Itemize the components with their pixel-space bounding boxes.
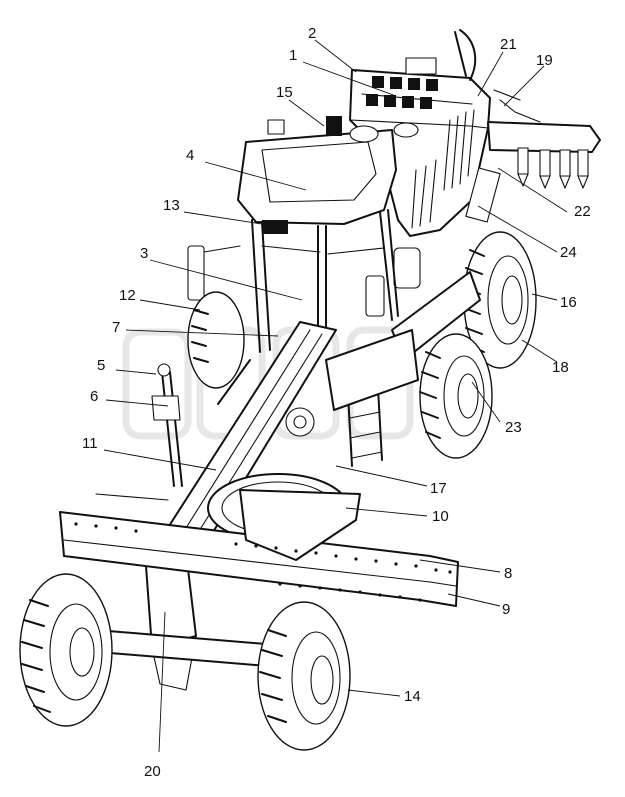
rear-ripper (487, 89, 601, 189)
callout-17: 17 (430, 480, 447, 497)
callout-15: 15 (276, 84, 293, 101)
callout-20: 20 (144, 763, 161, 780)
front-right-wheel (257, 601, 351, 751)
callout-13: 13 (163, 197, 180, 214)
mid-left-tire (187, 291, 245, 389)
side-louvers (411, 109, 475, 229)
callout-18: 18 (552, 359, 569, 376)
callout-7: 7 (112, 319, 120, 336)
radiator-grille-slots (366, 76, 438, 109)
callout-14: 14 (404, 688, 421, 705)
cab (187, 116, 419, 353)
engine-hood (349, 29, 501, 237)
rear-wheel-lower (419, 333, 493, 459)
callout-10: 10 (432, 508, 449, 525)
callout-12: 12 (119, 287, 136, 304)
moldboard-blade (59, 489, 459, 607)
blade-bolts (74, 522, 452, 602)
callout-23: 23 (505, 419, 522, 436)
callout-6: 6 (90, 388, 98, 405)
callout-4: 4 (186, 147, 194, 164)
callout-22: 22 (574, 203, 591, 220)
rear-frame (325, 329, 419, 411)
callout-5: 5 (97, 357, 105, 374)
rear-wheel-upper (463, 231, 537, 369)
front-left-wheel (19, 573, 113, 727)
callout-16: 16 (560, 294, 577, 311)
callout-labels: 1 2 3 4 5 6 7 8 9 10 11 12 13 14 15 16 1… (82, 25, 591, 780)
callout-19: 19 (536, 52, 553, 69)
callout-2: 2 (308, 25, 316, 42)
callout-21: 21 (500, 36, 517, 53)
callout-8: 8 (504, 565, 512, 582)
lift-cylinders (151, 359, 251, 487)
callout-24: 24 (560, 244, 577, 261)
callout-11: 11 (82, 435, 98, 452)
main-frame (145, 321, 337, 691)
callout-9: 9 (502, 601, 510, 618)
callout-1: 1 (289, 47, 297, 64)
callout-3: 3 (140, 245, 148, 262)
fuel-tank (393, 247, 421, 289)
leader-lines (103, 39, 568, 753)
